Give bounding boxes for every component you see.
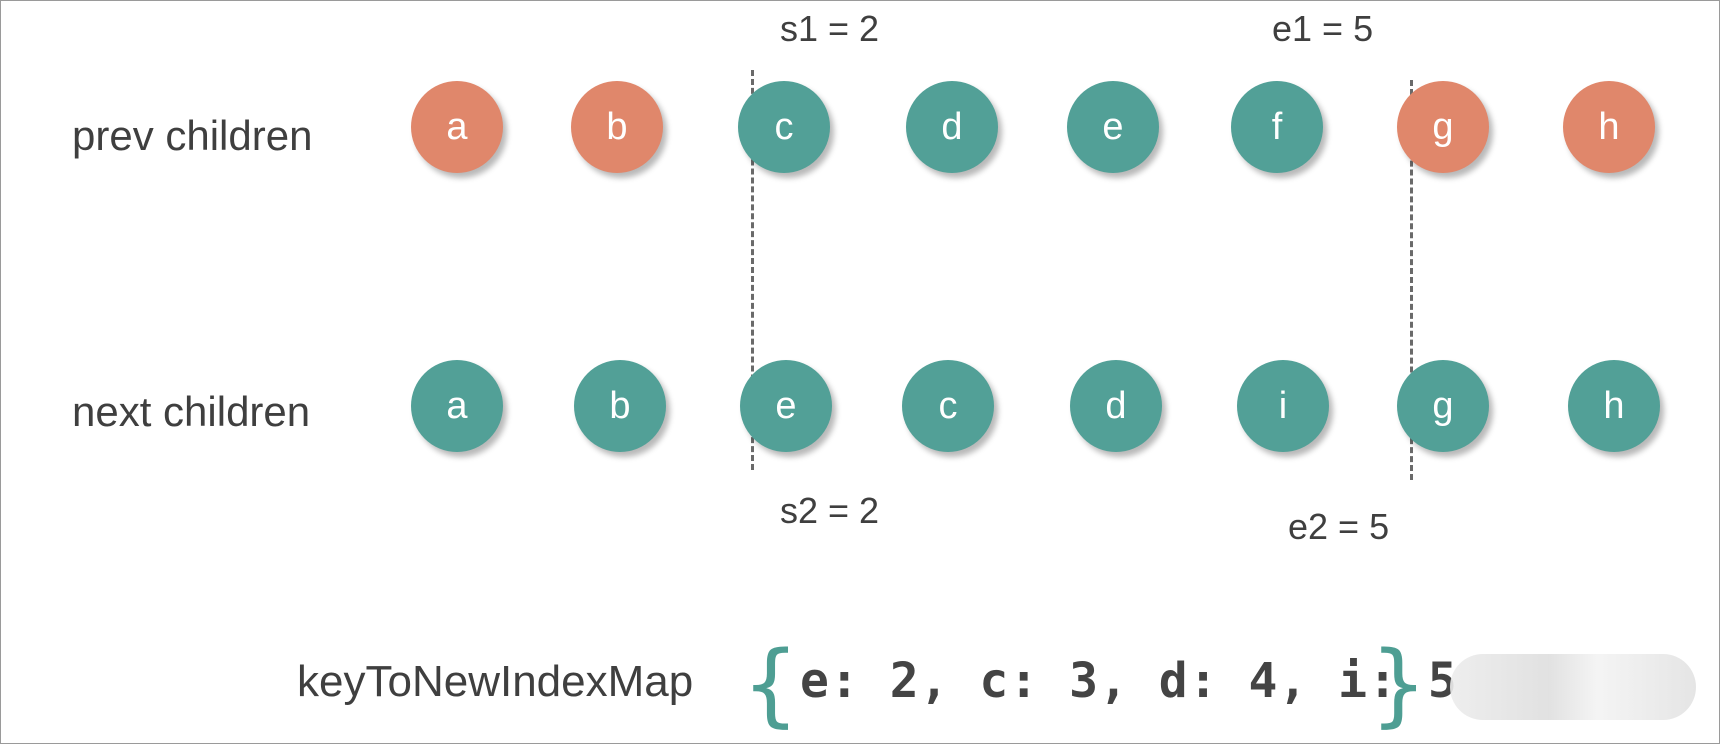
prev-node-f: f — [1231, 81, 1323, 173]
next-node-g: g — [1397, 360, 1489, 452]
next-children-label: next children — [72, 388, 311, 435]
prev-node-e: e — [1067, 81, 1159, 173]
prev-node-c: c — [738, 81, 830, 173]
key-to-new-index-map-value: e: 2, c: 3, d: 4, i: 5 — [800, 653, 1458, 709]
next-node-e: e — [740, 360, 832, 452]
map-open-brace: { — [742, 632, 800, 737]
next-node-c: c — [902, 360, 994, 452]
prev-node-h: h — [1563, 81, 1655, 173]
watermark-badge — [1450, 654, 1696, 720]
key-to-new-index-map-label: keyToNewIndexMap — [297, 657, 694, 706]
prev-node-b: b — [571, 81, 663, 173]
left-range-divider — [751, 70, 754, 470]
next-node-b: b — [574, 360, 666, 452]
e2-marker: e2 = 5 — [1288, 506, 1390, 547]
prev-children-label: prev children — [72, 112, 313, 159]
prev-node-d: d — [906, 81, 998, 173]
next-node-h: h — [1568, 360, 1660, 452]
next-node-i: i — [1237, 360, 1329, 452]
next-node-d: d — [1070, 360, 1162, 452]
map-close-brace: } — [1370, 632, 1428, 737]
prev-node-a: a — [411, 81, 503, 173]
e1-marker: e1 = 5 — [1272, 8, 1374, 49]
s1-marker: s1 = 2 — [780, 8, 880, 49]
right-range-divider — [1410, 80, 1413, 480]
s2-marker: s2 = 2 — [780, 490, 880, 531]
prev-node-g: g — [1397, 81, 1489, 173]
next-node-a: a — [411, 360, 503, 452]
